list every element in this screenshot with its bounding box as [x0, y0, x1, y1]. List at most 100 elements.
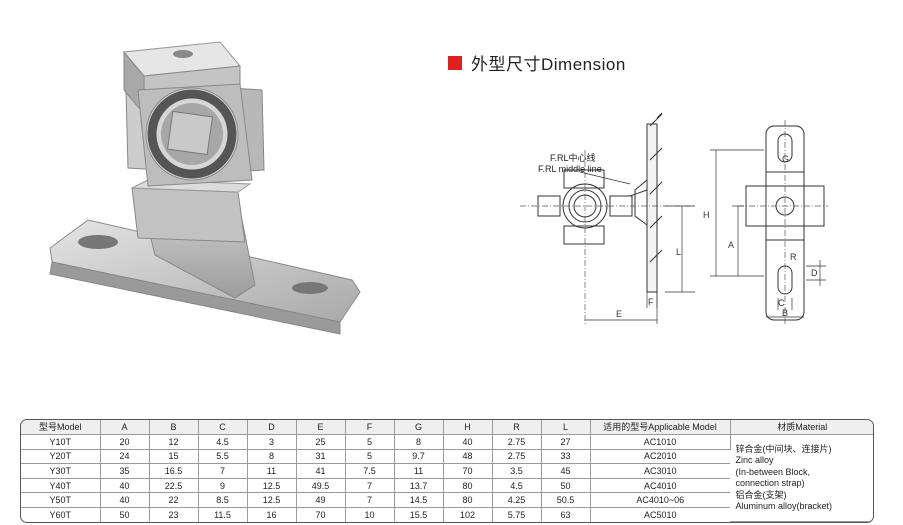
table-cell: 5.75	[492, 507, 542, 522]
table-cell: AC4010~06	[590, 492, 730, 508]
table-cell: 7.5	[345, 463, 395, 479]
section-heading-text: 外型尺寸Dimension	[471, 55, 626, 74]
material-cell: 锌合金(中间块、连接片)Zinc alloy(In-between Block,…	[730, 434, 873, 522]
table-cell: 14.5	[394, 492, 444, 508]
dim-label-G: G	[782, 154, 789, 164]
table-cell: 40	[443, 434, 493, 450]
table-cell: 49.5	[296, 478, 346, 494]
table-cell: 40	[100, 478, 150, 494]
table-cell: 7	[345, 478, 395, 494]
table-cell: 5.5	[198, 449, 248, 465]
table-cell: 63	[541, 507, 591, 522]
dim-label-F: F	[648, 297, 654, 307]
table-cell: 12.5	[247, 478, 297, 494]
table-cell: Y10T	[21, 434, 101, 450]
table-cell: 31	[296, 449, 346, 465]
table-cell: AC5010	[643, 509, 677, 520]
table-cell: 8	[247, 449, 297, 465]
table-cell: 15	[149, 449, 199, 465]
table-cell: 33	[541, 449, 591, 465]
table-cell: 3	[247, 434, 297, 450]
dim-label-E: E	[616, 309, 622, 319]
column-header: H	[443, 420, 493, 435]
table-cell: 5	[345, 449, 395, 465]
column-header: E	[296, 420, 346, 435]
table-cell: 70	[443, 463, 493, 479]
table-cell: 45	[541, 463, 591, 479]
table-cell: 49	[296, 492, 346, 508]
table-cell: 2.75	[492, 434, 542, 450]
table-cell: 10	[345, 507, 395, 522]
dim-label-L: L	[676, 247, 681, 257]
dim-label-H: H	[703, 210, 710, 220]
table-cell: Y40T	[21, 478, 101, 494]
column-header: A	[100, 420, 150, 435]
table-cell: 48	[443, 449, 493, 465]
dim-label-R: R	[790, 252, 797, 262]
table-cell: Y30T	[21, 463, 101, 479]
column-header: B	[149, 420, 199, 435]
table-cell: 13.7	[394, 478, 444, 494]
table-cell: 4.5	[492, 478, 542, 494]
table-cell: 2.75	[492, 449, 542, 465]
table-cell: 35	[100, 463, 150, 479]
table-cell: 5	[345, 434, 395, 450]
column-header: 适用的型号Applicable Model	[590, 420, 731, 435]
table-cell: 22.5	[149, 478, 199, 494]
table-cell: 11	[394, 463, 444, 479]
table-cell: 41	[296, 463, 346, 479]
table-cell: AC3010	[590, 463, 730, 479]
table-cell: 25	[296, 434, 346, 450]
dimension-drawing-front: H A G R D C B	[703, 120, 828, 325]
table-cell: 7	[198, 463, 248, 479]
red-square-icon	[448, 55, 462, 70]
table-cell: 4.25	[492, 492, 542, 508]
table-cell: 9.7	[394, 449, 444, 465]
table-cell: 50	[541, 478, 591, 494]
table-cell: 16.5	[149, 463, 199, 479]
product-photo	[49, 41, 361, 335]
table-cell: AC4010	[590, 478, 730, 494]
dim-label-A: A	[728, 240, 734, 250]
material-line: 铝合金(支架)	[735, 489, 787, 500]
table-cell: 15.5	[394, 507, 444, 522]
dim-label-B: B	[782, 308, 788, 318]
table-cell: 50.5	[541, 492, 591, 508]
centerline-label-cn: F.RL中心线	[550, 152, 596, 163]
column-header: 型号Model	[21, 420, 101, 435]
column-header: D	[247, 420, 297, 435]
table-cell: AC1010	[590, 434, 731, 450]
table-cell: 50	[100, 507, 150, 522]
table-cell: 12.5	[247, 492, 297, 508]
table-cell: Y20T	[21, 449, 101, 465]
column-header: F	[345, 420, 395, 435]
dim-label-C: C	[778, 298, 785, 308]
table-cell: 8.5	[198, 492, 248, 508]
table-cell: 27	[541, 434, 591, 450]
dim-label-D: D	[811, 268, 818, 278]
table-cell: 24	[100, 449, 150, 465]
table-cell: 20	[100, 434, 150, 450]
table-cell: 7	[345, 492, 395, 508]
column-header: C	[198, 420, 248, 435]
table-cell: 16	[247, 507, 297, 522]
table-cell: 3.5	[492, 463, 542, 479]
dimension-drawing-side: L F E F.RL中心线 F.RL middle line	[520, 112, 695, 325]
column-header: G	[394, 420, 444, 435]
table-cell: 12	[149, 434, 199, 450]
table-cell: 22	[149, 492, 199, 508]
table-cell: 80	[443, 492, 493, 508]
table-cell: 102	[443, 507, 493, 522]
table-cell: 70	[296, 507, 346, 522]
section-heading: 外型尺寸Dimension	[448, 50, 626, 75]
column-header: 材质Material	[730, 420, 873, 435]
material-line: (In-between Block,	[735, 466, 811, 477]
lower-block	[131, 179, 252, 243]
table-cell: Y50T	[21, 492, 101, 508]
